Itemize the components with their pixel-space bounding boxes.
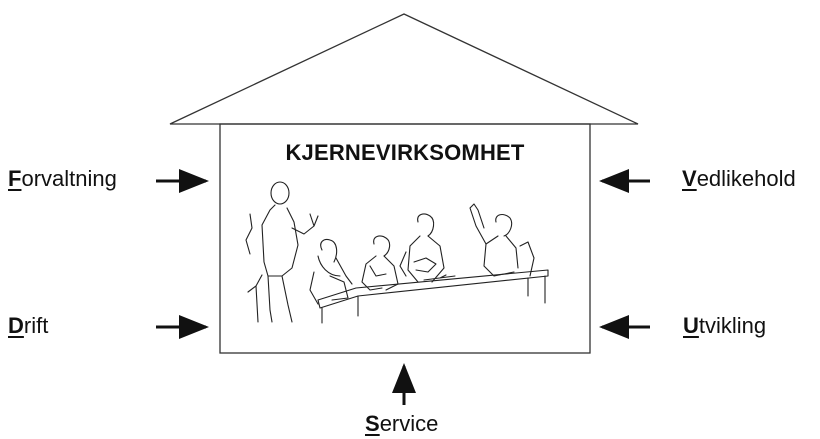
label-utvikling: Utvikling <box>683 315 766 337</box>
label-service-rest: ervice <box>379 411 439 436</box>
house-roof <box>169 13 639 125</box>
label-vedlikehold-rest: edlikehold <box>696 166 796 191</box>
people-at-meeting-table-illustration <box>245 181 549 324</box>
label-service: Service <box>365 413 438 435</box>
label-vedlikehold-initial: V <box>682 166 697 191</box>
label-drift-initial: D <box>8 313 24 338</box>
label-forvaltning-initial: F <box>8 166 22 191</box>
label-utvikling-rest: tvikling <box>698 313 767 338</box>
label-service-initial: S <box>365 411 380 436</box>
core-title: KJERNEVIRKSOMHET <box>285 140 525 165</box>
label-drift: Drift <box>8 315 48 337</box>
label-vedlikehold: Vedlikehold <box>682 168 796 190</box>
label-utvikling-initial: U <box>683 313 699 338</box>
label-forvaltning-rest: orvaltning <box>21 166 117 191</box>
label-forvaltning: Forvaltning <box>8 168 117 190</box>
house-body <box>219 123 591 354</box>
label-drift-rest: rift <box>23 313 49 338</box>
